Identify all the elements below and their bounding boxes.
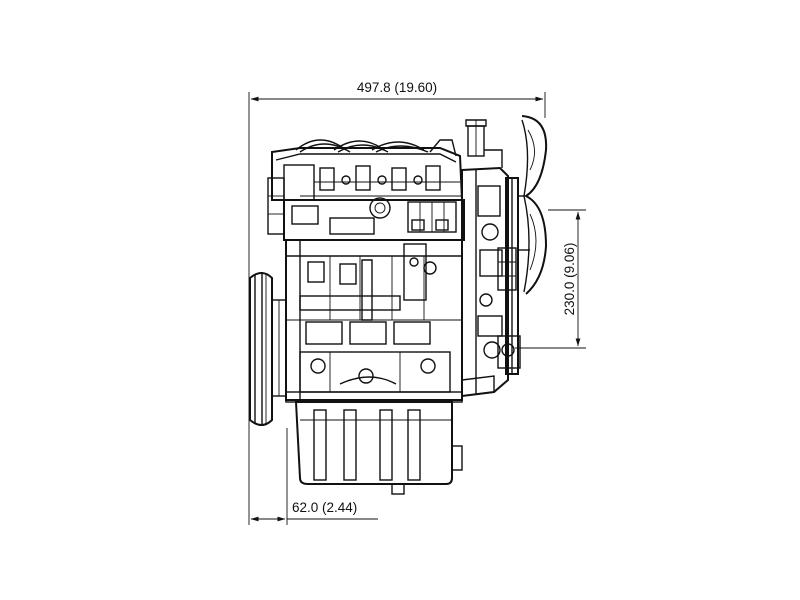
dimension-pulley-offset: 62.0 (2.44) — [250, 428, 378, 525]
crank-pulley — [249, 272, 287, 426]
cooling-fan — [518, 115, 548, 295]
cylinder-head — [267, 139, 464, 235]
engine-side-view — [249, 115, 548, 495]
water-outlet — [465, 119, 503, 168]
pulley-offset-label: 62.0 (2.44) — [292, 500, 357, 515]
dipstick-bracket — [403, 243, 427, 301]
dimension-fan-height: 230.0 (9.06) — [515, 209, 586, 349]
injector — [425, 165, 441, 191]
alternator — [497, 247, 517, 291]
drain-plug — [391, 483, 405, 495]
oil-pan — [294, 401, 463, 495]
cylinder-block — [285, 239, 463, 403]
gear-case — [461, 166, 509, 398]
injector — [319, 167, 335, 191]
injector — [355, 165, 371, 191]
injection-pump — [283, 197, 465, 241]
injector — [391, 167, 407, 191]
overall-width-label: 497.8 (19.60) — [357, 80, 437, 95]
fuel-filter-cap — [369, 197, 391, 219]
fan-height-label: 230.0 (9.06) — [562, 243, 577, 316]
